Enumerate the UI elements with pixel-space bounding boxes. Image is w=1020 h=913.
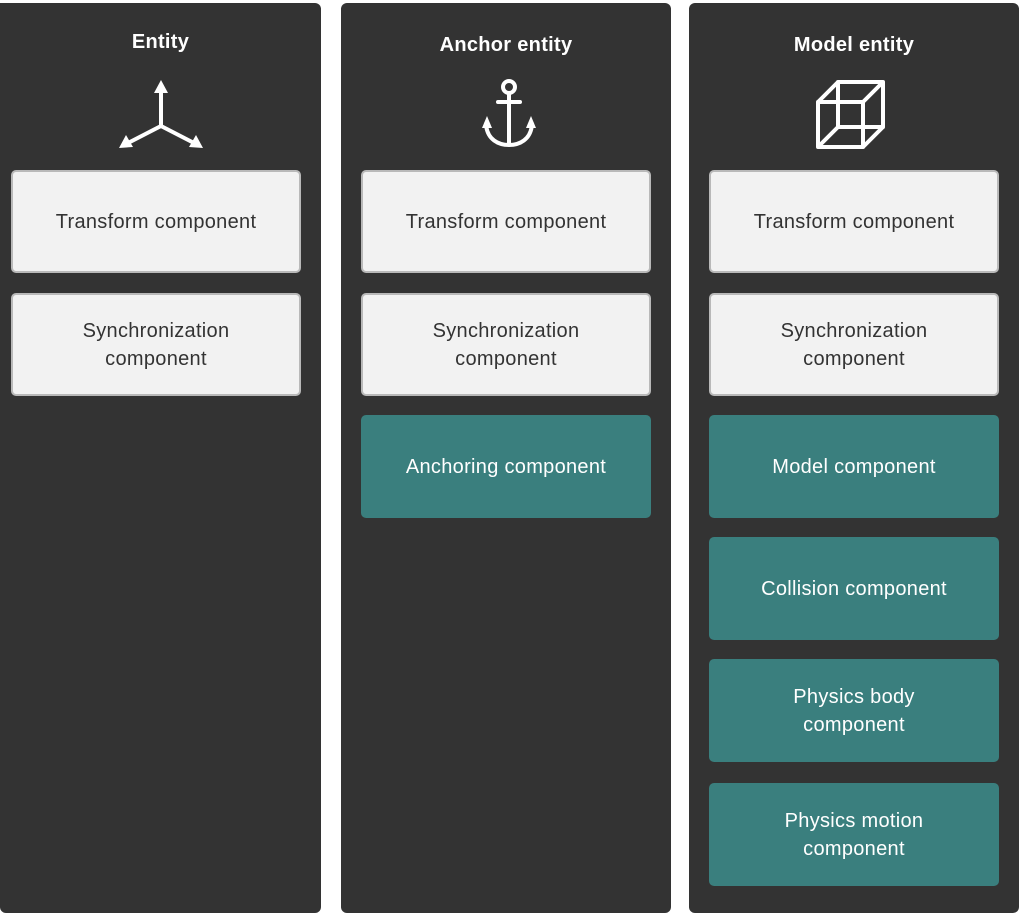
physics-body-component-box: Physics body component: [709, 659, 999, 762]
physics-motion-component-box: Physics motion component: [709, 783, 999, 886]
synchronization-component-box: Synchronization component: [361, 293, 651, 396]
model-component-box: Model component: [709, 415, 999, 518]
entity-column: Entity Transform component Synchronizati…: [0, 3, 321, 913]
anchor-entity-column: Anchor entity Transform component Synchr…: [341, 3, 671, 913]
cube-icon: [815, 79, 887, 156]
anchor-entity-title: Anchor entity: [439, 34, 573, 56]
transform-component-box: Transform component: [709, 170, 999, 273]
axes-icon: [116, 78, 206, 159]
model-entity-title: Model entity: [793, 34, 915, 56]
model-entity-column: Model entity Transform component Synchro…: [689, 3, 1019, 913]
entity-title: Entity: [131, 31, 190, 53]
anchor-icon: [479, 78, 539, 155]
collision-component-box: Collision component: [709, 537, 999, 640]
transform-component-box: Transform component: [361, 170, 651, 273]
synchronization-component-box: Synchronization component: [11, 293, 301, 396]
anchoring-component-box: Anchoring component: [361, 415, 651, 518]
transform-component-box: Transform component: [11, 170, 301, 273]
synchronization-component-box: Synchronization component: [709, 293, 999, 396]
